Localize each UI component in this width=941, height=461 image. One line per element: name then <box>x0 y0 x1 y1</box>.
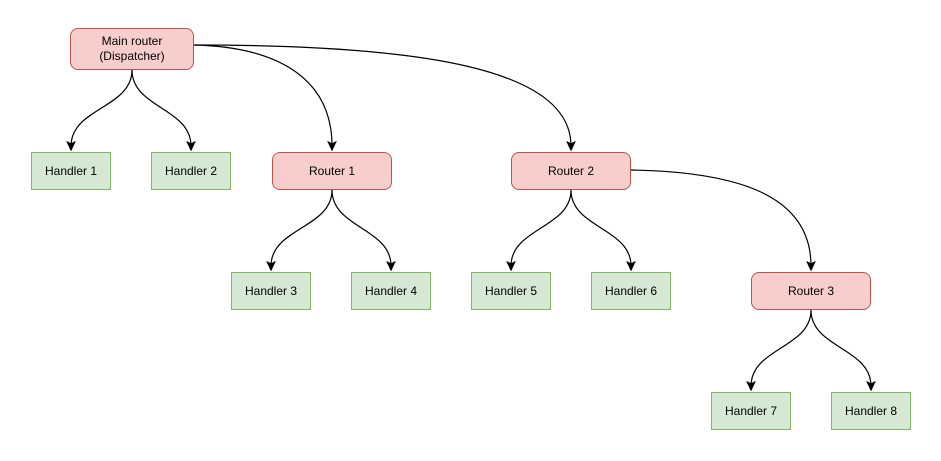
node-label-handler-7: Handler 7 <box>724 403 778 418</box>
node-label-main-router: Main router (Dispatcher) <box>99 34 165 63</box>
node-handler-6[interactable]: Handler 6 <box>591 272 671 310</box>
node-handler-1[interactable]: Handler 1 <box>31 152 111 190</box>
edges-group <box>66 44 876 392</box>
node-label-handler-4: Handler 4 <box>364 283 418 298</box>
node-router-3[interactable]: Router 3 <box>751 272 871 310</box>
node-handler-3[interactable]: Handler 3 <box>231 272 311 310</box>
node-label-handler-2: Handler 2 <box>164 163 218 178</box>
node-handler-4[interactable]: Handler 4 <box>351 272 431 310</box>
node-handler-5[interactable]: Handler 5 <box>471 272 551 310</box>
node-router-2[interactable]: Router 2 <box>511 152 631 190</box>
node-label-handler-1: Handler 1 <box>44 163 98 178</box>
node-router-1[interactable]: Router 1 <box>272 152 392 190</box>
edge-router-2-to-handler-5 <box>506 189 572 272</box>
node-main-router[interactable]: Main router (Dispatcher) <box>70 28 194 70</box>
node-handler-8[interactable]: Handler 8 <box>831 392 911 430</box>
node-label-handler-5: Handler 5 <box>484 283 538 298</box>
node-label-handler-8: Handler 8 <box>844 403 898 418</box>
node-label-router-2: Router 2 <box>547 163 595 178</box>
edge-router-2-to-router-3 <box>630 169 816 272</box>
edge-main-router-to-router-1 <box>193 44 337 152</box>
node-label-router-3: Router 3 <box>787 283 835 298</box>
edge-main-router-to-router-2 <box>193 44 576 152</box>
node-handler-2[interactable]: Handler 2 <box>151 152 231 190</box>
edge-main-router-to-handler-2 <box>131 69 196 152</box>
edge-router-3-to-handler-7 <box>746 309 812 392</box>
node-label-router-1: Router 1 <box>308 163 356 178</box>
node-label-handler-6: Handler 6 <box>604 283 658 298</box>
edge-router-1-to-handler-4 <box>331 189 396 272</box>
edge-main-router-to-handler-1 <box>66 69 133 152</box>
edge-router-2-to-handler-6 <box>570 189 636 272</box>
edge-router-3-to-handler-8 <box>810 309 876 392</box>
node-handler-7[interactable]: Handler 7 <box>711 392 791 430</box>
node-label-handler-3: Handler 3 <box>244 283 298 298</box>
edge-router-1-to-handler-3 <box>266 189 333 272</box>
